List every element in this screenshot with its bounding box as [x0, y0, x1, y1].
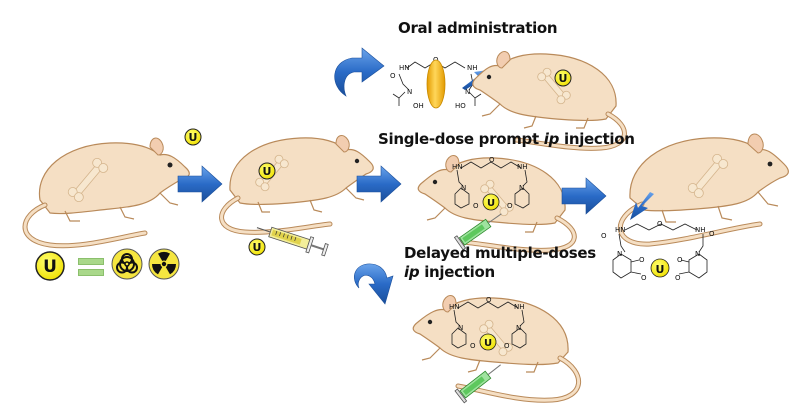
- mouse-body: [219, 135, 374, 235]
- svg-text:OH: OH: [413, 102, 424, 110]
- svg-text:U: U: [656, 263, 665, 276]
- svg-text:U: U: [487, 198, 495, 209]
- syringe-icon: [454, 364, 501, 404]
- mouse-healthy: [22, 137, 190, 249]
- svg-text:O: O: [709, 230, 715, 238]
- capsule-icon: [426, 59, 446, 109]
- svg-text:U: U: [43, 257, 57, 277]
- biohazard-icon: [111, 248, 143, 280]
- svg-text:NH: NH: [467, 64, 478, 72]
- svg-text:O: O: [601, 232, 607, 240]
- syringe-icon: [256, 226, 329, 257]
- bone-icon: [687, 153, 729, 199]
- uranium-icon: U: [258, 162, 276, 180]
- svg-text:O: O: [641, 274, 647, 282]
- svg-text:N: N: [458, 324, 463, 332]
- legend-uranium-icon: U: [35, 251, 65, 281]
- equals-sign: [78, 258, 104, 276]
- svg-text:NH: NH: [517, 163, 528, 171]
- label-text: Single-dose prompt: [378, 130, 544, 148]
- delayed-multiple-doses-label: Delayed multiple-doses ip injection: [404, 244, 596, 282]
- svg-text:O: O: [507, 202, 513, 210]
- radioactive-icon: [148, 248, 180, 280]
- svg-text:O: O: [675, 274, 681, 282]
- mouse-contaminated: U: [219, 135, 374, 235]
- mouse-excretion: [618, 133, 789, 247]
- uranium-icon: U: [184, 128, 202, 146]
- label-ip: ip: [404, 263, 420, 281]
- single-dose-ip-label: Single-dose prompt ip injection: [378, 130, 635, 148]
- label-ip: ip: [543, 130, 560, 148]
- label-text: injection: [419, 263, 495, 281]
- label-text: injection: [559, 130, 635, 148]
- mouse-body: [22, 137, 190, 249]
- mouse-oral: U: [472, 51, 627, 151]
- chelator-molecule: [451, 301, 527, 349]
- curved-arrow-up-icon: [334, 47, 385, 97]
- svg-text:HN: HN: [399, 64, 410, 72]
- arrow-right-icon: [561, 177, 607, 215]
- svg-text:O: O: [486, 296, 492, 304]
- svg-text:O: O: [470, 342, 476, 350]
- svg-text:U: U: [189, 131, 198, 144]
- svg-text:O: O: [657, 220, 663, 228]
- svg-text:U: U: [484, 338, 492, 349]
- bone-icon: [537, 67, 571, 105]
- mouse-delayed-ip: HN NH O N N O O U: [412, 295, 581, 403]
- svg-text:O: O: [639, 256, 645, 264]
- arrow-right-icon: [356, 165, 402, 203]
- uranium-icon: U: [554, 69, 572, 87]
- chelator-complex: HN NH O O O N N O O O O U: [601, 220, 715, 282]
- svg-text:O: O: [473, 202, 479, 210]
- svg-text:N: N: [617, 250, 622, 258]
- svg-text:N: N: [516, 324, 521, 332]
- svg-text:N: N: [461, 184, 466, 192]
- label-line-2: ip injection: [404, 263, 596, 282]
- svg-text:O: O: [504, 342, 510, 350]
- svg-text:U: U: [253, 241, 262, 254]
- curved-arrow-down-icon: [354, 263, 394, 305]
- mouse-body: [472, 51, 627, 151]
- svg-text:N: N: [519, 184, 524, 192]
- svg-text:O: O: [677, 256, 683, 264]
- svg-text:NH: NH: [695, 226, 706, 234]
- svg-text:N: N: [695, 250, 700, 258]
- svg-text:N: N: [407, 88, 412, 96]
- mouse-prompt-ip: HN NH O N N O O U: [417, 155, 577, 253]
- svg-text:U: U: [559, 72, 568, 85]
- oral-administration-label: Oral administration: [398, 19, 558, 37]
- svg-text:O: O: [390, 72, 396, 80]
- bone-icon: [479, 319, 513, 357]
- uranium-icon: U: [650, 258, 670, 278]
- chelator-molecule: [454, 161, 530, 209]
- arrow-right-icon: [177, 165, 223, 203]
- svg-text:U: U: [263, 165, 272, 178]
- svg-text:NH: NH: [514, 303, 525, 311]
- uranium-icon: U: [248, 238, 266, 256]
- svg-text:O: O: [489, 156, 495, 164]
- svg-text:HN: HN: [449, 303, 460, 311]
- label-line-1: Delayed multiple-doses: [404, 244, 596, 262]
- syringe-icon: [453, 213, 502, 251]
- svg-text:HN: HN: [615, 226, 626, 234]
- excretion-arrow-icon: [630, 192, 654, 220]
- svg-text:HN: HN: [452, 163, 463, 171]
- uranium-icon: U: [482, 193, 500, 211]
- svg-text:N: N: [465, 88, 470, 96]
- svg-text:HO: HO: [455, 102, 466, 110]
- bone-icon: [67, 157, 109, 203]
- uranium-icon: U: [479, 333, 497, 351]
